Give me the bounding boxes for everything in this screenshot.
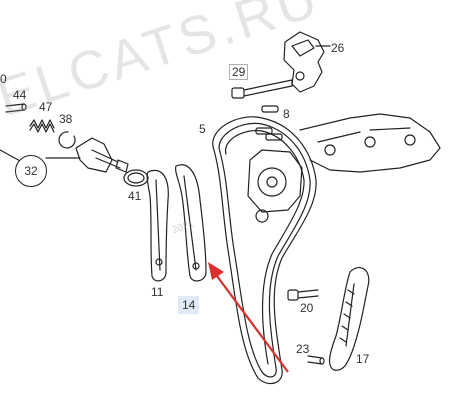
callout-14: 14 [178, 296, 200, 314]
tensioner-rail-part-14 [175, 164, 207, 282]
callout-20: 20 [300, 301, 314, 315]
tensioner-bracket-part-26 [283, 31, 331, 93]
callout-32: 32 [15, 155, 47, 187]
callout-5: 5 [199, 122, 206, 136]
callout-44: 44 [13, 88, 27, 102]
spring-part-47 [29, 119, 55, 133]
pin-part-44 [5, 103, 27, 113]
callout-38: 38 [59, 112, 73, 126]
callout-29: 29 [229, 64, 249, 80]
camshaft-sprocket [247, 149, 303, 223]
guide-rail-part-11 [146, 169, 169, 282]
cylinder-head-outline [299, 113, 441, 173]
snap-ring-part-38 [58, 131, 76, 149]
callout-26: 26 [331, 41, 345, 55]
callout-11: 11 [151, 285, 164, 299]
small-bolts-part-8 [255, 105, 283, 141]
callout-8: 8 [283, 107, 290, 121]
callout-0: 0 [0, 72, 7, 86]
timing-chain-part-5 [212, 116, 317, 385]
slide-rail-part-17 [328, 267, 370, 371]
pin-part-23 [307, 355, 325, 365]
bolt-part-20 [287, 289, 319, 301]
callout-17: 17 [356, 352, 370, 366]
callout-47: 47 [39, 100, 53, 114]
pointer-arrow [208, 262, 289, 373]
callout-23: 23 [296, 342, 310, 356]
tensioner-body [0, 137, 129, 173]
callout-41: 41 [128, 189, 142, 203]
seal-ring-part-41 [123, 169, 149, 187]
bolt-part-29 [231, 79, 293, 99]
